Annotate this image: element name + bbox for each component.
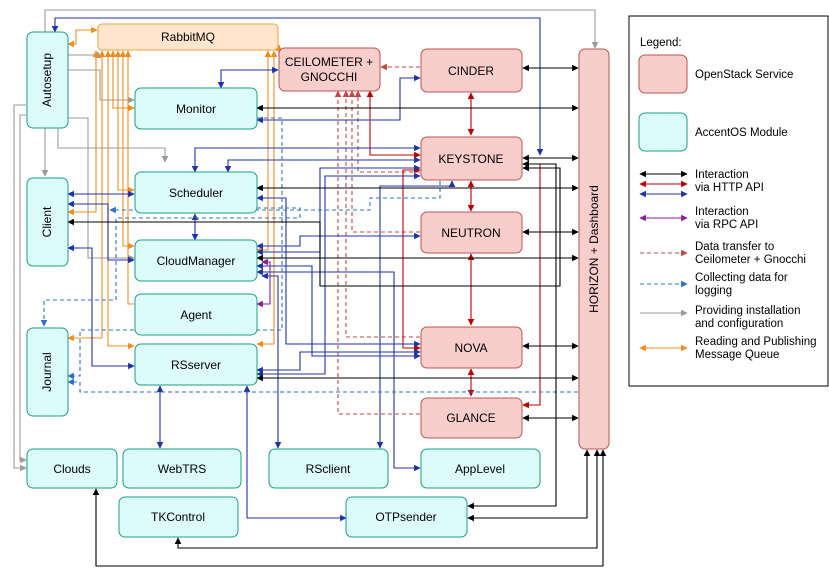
http-link-clouds-horizon: [92, 449, 607, 567]
webtrs-node: WebTRS: [122, 448, 242, 489]
cloudmanager-label: CloudManager: [157, 254, 236, 268]
monitor-node: Monitor: [134, 87, 258, 130]
mq-link-rabbitmq-autosetup: [67, 26, 98, 48]
install-link-autosetup-cloudmanager: [68, 117, 135, 262]
connectors: [13, 9, 607, 567]
legend-mq-line1: Reading and Publishing: [695, 336, 816, 348]
legend-log-line2: logging: [695, 285, 732, 297]
http-link-tkcontrol-horizon: [174, 449, 601, 549]
install-link-autosetup-monitor: [68, 69, 135, 104]
legend-mq-line2: Message Queue: [695, 349, 779, 361]
otpsender-label: OTPsender: [375, 510, 436, 524]
rsclient-label: RSclient: [306, 462, 351, 476]
applevel-label: AppLevel: [455, 462, 505, 476]
legend-accentos-label: AccentOS Module: [695, 127, 788, 139]
webtrs-label: WebTRS: [158, 462, 206, 476]
http-link-keystone-autosetup: [51, 17, 544, 156]
mq-link-rabbitmq-rsserver: [104, 50, 135, 350]
install-link-autosetup-rabbitmq: [68, 51, 102, 58]
install-link-autosetup-horizon: [44, 9, 599, 49]
tkcontrol-node: TKControl: [118, 496, 239, 538]
rpc-links: [256, 258, 271, 308]
rsserver-label: RSserver: [171, 358, 221, 372]
legend-install-line1: Providing installation: [695, 305, 800, 317]
install-link-autosetup-clouds: [13, 104, 27, 472]
scheduler-node: Scheduler: [134, 171, 258, 214]
keystone-label: KEYSTONE: [438, 152, 503, 166]
nova-label: NOVA: [454, 341, 487, 355]
nova-node: NOVA: [420, 326, 523, 369]
install-link-autosetup-journal: [19, 114, 27, 464]
legend-ceilo-line2: Ceilometer + Gnocchi: [695, 254, 806, 266]
cloudmanager-node: CloudManager: [134, 239, 258, 282]
glance-node: GLANCE: [420, 397, 523, 439]
horizon-http-links: [67, 64, 607, 567]
legend-ceilo-line1: Data transfer to: [695, 241, 774, 253]
legend-install-line2: and configuration: [695, 318, 783, 330]
rsserver-node: RSserver: [134, 343, 258, 386]
client-label: Client: [40, 206, 54, 237]
http-link-ceilometer-keystone: [366, 90, 421, 159]
glance-label: GLANCE: [446, 411, 495, 425]
clouds-node: Clouds: [26, 448, 118, 489]
autosetup-label: Autosetup: [40, 53, 54, 107]
legend-http-line1: Interaction: [695, 169, 749, 181]
neutron-node: NEUTRON: [420, 211, 523, 254]
legend-rpc-line1: Interaction: [695, 206, 749, 218]
log-link-horizon: [67, 378, 578, 393]
cinder-label: CINDER: [448, 64, 494, 78]
rpc-link-cloudmanager-agent: [256, 258, 271, 308]
ceilo-link-nova: [342, 90, 420, 338]
legend-rpc-line2: via RPC API: [695, 219, 758, 231]
install-link-autosetup-scheduler: [57, 128, 169, 163]
http-link-scheduler-keystone: [224, 156, 421, 173]
cinder-node: CINDER: [420, 48, 523, 93]
legend-title: Legend:: [640, 37, 682, 49]
journal-label: Journal: [40, 352, 54, 391]
ceilometer-label-line2: GNOCCHI: [301, 70, 358, 84]
nodes: RabbitMQ Autosetup Client Journal Monito…: [26, 23, 610, 538]
keystone-node: KEYSTONE: [420, 136, 523, 181]
agent-node: Agent: [134, 293, 258, 336]
http-link-keystone-glance: [522, 160, 541, 409]
otpsender-node: OTPsender: [345, 496, 468, 538]
monitor-label: Monitor: [176, 102, 216, 116]
rabbitmq-node: RabbitMQ: [97, 23, 279, 51]
clouds-label: Clouds: [53, 462, 90, 476]
ceilometer-data-links: [334, 63, 420, 415]
mq-link-rabbitmq-client: [67, 50, 100, 216]
agent-label: Agent: [180, 308, 212, 322]
client-node: Client: [26, 177, 69, 267]
http-link-client-keystone: [67, 164, 561, 287]
ceilo-link-glance: [334, 90, 420, 415]
scheduler-label: Scheduler: [169, 186, 223, 200]
mq-link-rabbitmq-agent: [124, 50, 134, 305]
rabbitmq-label: RabbitMQ: [161, 30, 215, 44]
rsclient-node: RSclient: [268, 448, 389, 489]
http-link-client-rsserver: [67, 244, 135, 370]
http-link-monitor-ceilometer: [217, 66, 279, 89]
neutron-label: NEUTRON: [441, 226, 500, 240]
horizon-node: HORIZON + Dashboard: [578, 48, 610, 450]
legend-http-line2: via HTTP API: [695, 182, 764, 194]
ceilometer-label-line1: CEILOMETER +: [285, 55, 373, 69]
horizon-label: HORIZON + Dashboard: [587, 185, 601, 313]
autosetup-node: Autosetup: [26, 31, 69, 129]
legend-log-line1: Collecting data for: [695, 272, 788, 284]
journal-node: Journal: [26, 327, 69, 417]
legend: Legend: OpenStack Service AccentOS Modul…: [628, 15, 829, 387]
ceilometer-node: CEILOMETER + GNOCCHI: [278, 47, 381, 92]
applevel-node: AppLevel: [420, 448, 541, 489]
mq-link-rabbitmq-scheduler: [114, 50, 135, 194]
tkcontrol-label: TKControl: [151, 510, 205, 524]
legend-openstack-label: OpenStack Service: [695, 69, 793, 81]
ceilo-link-neutron: [348, 90, 420, 233]
http-link-keystone-nova: [402, 166, 421, 352]
mq-link-rabbitmq-cloudmanager-right: [256, 50, 272, 254]
